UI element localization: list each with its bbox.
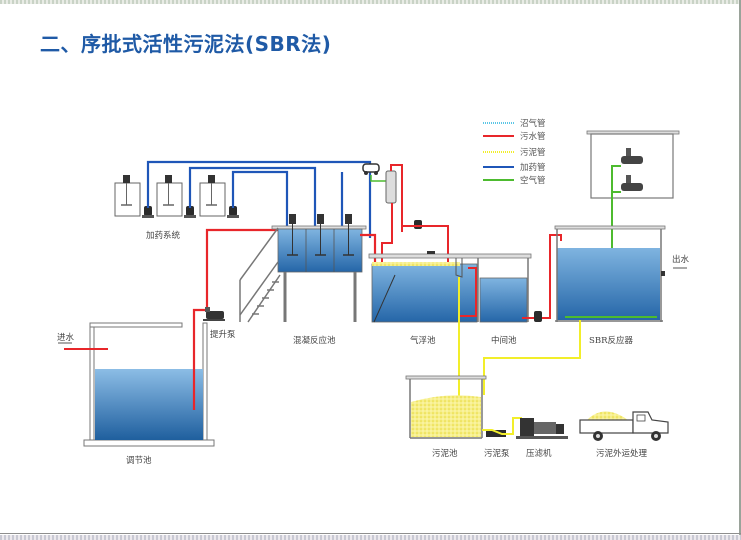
label-sbr-reactor: SBR反应器: [589, 335, 633, 346]
legend-label-biogas: 沼气管: [520, 118, 546, 129]
mixer-motor-icon: [165, 175, 172, 183]
lift-pump-icon: [203, 307, 225, 321]
sludge-tank: 污泥池: [405, 375, 487, 459]
dosing-pipe-3: [231, 170, 289, 235]
equalization-water: [95, 369, 203, 440]
middle-tank: 中间池: [477, 234, 562, 346]
label-coagulation-tank: 混凝反应池: [293, 335, 336, 346]
label-flotation-tank: 气浮池: [410, 335, 436, 346]
dosing-tank-3: [199, 175, 239, 218]
mixer-motor-icon: [123, 175, 130, 183]
blower-icon-2: [621, 175, 643, 191]
sludge-fill: [411, 395, 481, 437]
dosing-tank-2: [156, 175, 196, 218]
mixer-motor-icon: [317, 214, 324, 224]
bottom-border-line: [0, 533, 741, 534]
label-equalization-tank: 调节池: [126, 455, 152, 466]
sewage-pipe-recycle: [390, 164, 403, 232]
lift-pump-group: 提升泵: [192, 228, 278, 410]
legend-item-sewage: 污水管: [483, 131, 546, 142]
filter-press-icon: [516, 418, 568, 439]
sludge-pump-group: 污泥泵: [482, 417, 522, 459]
label-filter-press: 压滤机: [526, 448, 552, 459]
flotation-tank: 气浮池: [368, 251, 532, 420]
blower-icon-1: [621, 148, 643, 164]
middle-water: [479, 277, 528, 323]
mixer-motor-icon: [345, 214, 352, 224]
label-sludge-pump: 污泥泵: [484, 448, 510, 459]
legend-label-sewage: 污水管: [520, 131, 546, 142]
bottom-border: [0, 535, 741, 540]
legend-item-dosing: 加药管: [483, 162, 546, 173]
top-border: [0, 0, 741, 4]
truck-icon: [579, 411, 669, 441]
sludge-pipe-sbr: [483, 320, 581, 395]
dosing-pipe-1: [146, 160, 372, 238]
label-lift-pump: 提升泵: [210, 329, 236, 340]
sewage-pipe-to-sbr: [542, 234, 562, 319]
scraper-icon: [427, 251, 435, 254]
air-pipe-compressor: [370, 175, 386, 182]
legend-item-biogas: 沼气管: [483, 118, 546, 129]
blower-room: [586, 130, 680, 317]
compressor-icon: [362, 163, 380, 175]
label-sludge-tank: 污泥池: [432, 448, 458, 459]
stairs: [239, 227, 281, 323]
mixer-2: [315, 214, 326, 256]
filter-press-group: 压滤机: [516, 418, 568, 459]
coagulation-tank: 混凝反应池: [239, 214, 377, 346]
mixer-motor-icon: [208, 175, 215, 183]
sewage-pipe-to-middle: [460, 267, 477, 317]
label-middle-tank: 中间池: [491, 335, 517, 346]
label-inlet: 进水: [57, 332, 75, 343]
transfer-pump-icon: [534, 311, 542, 322]
legend-label-dosing: 加药管: [520, 162, 546, 173]
equalization-tank: 进水 调节池: [57, 322, 215, 466]
legend-label-sludge: 污泥管: [520, 147, 546, 158]
mixer-3: [343, 214, 354, 256]
sbr-water: [557, 248, 660, 320]
label-sludge-transport: 污泥外运处理: [596, 448, 648, 459]
dosing-system: 加药系统: [114, 160, 372, 241]
legend-label-air: 空气管: [520, 175, 546, 186]
flotation-water: [371, 263, 478, 323]
sludge-pump-icon: [486, 430, 506, 437]
label-dosing-system: 加药系统: [146, 230, 181, 241]
legend: 沼气管 污水管 污泥管 加药管 空气管: [483, 118, 546, 186]
sludge-pipe-pump: [482, 417, 522, 435]
air-tank-icon: [385, 170, 397, 204]
sludge-truck-group: 污泥外运处理: [579, 411, 669, 459]
right-border: [739, 0, 741, 540]
recycle-pump-icon: [414, 220, 422, 229]
page-title: 二、序批式活性污泥法(SBR法): [40, 32, 332, 56]
flotation-scum: [372, 262, 460, 266]
sbr-reactor: 出水 SBR反应器: [483, 225, 690, 395]
mixer-1: [287, 214, 298, 256]
dosing-pipe-2: [188, 166, 317, 235]
mixer-motor-icon: [289, 214, 296, 224]
legend-item-air: 空气管: [483, 175, 546, 186]
label-outlet: 出水: [672, 254, 690, 265]
dosing-tank-1: [114, 175, 154, 218]
outlet-valve-icon: [661, 271, 665, 276]
legend-item-sludge: 污泥管: [483, 147, 546, 158]
